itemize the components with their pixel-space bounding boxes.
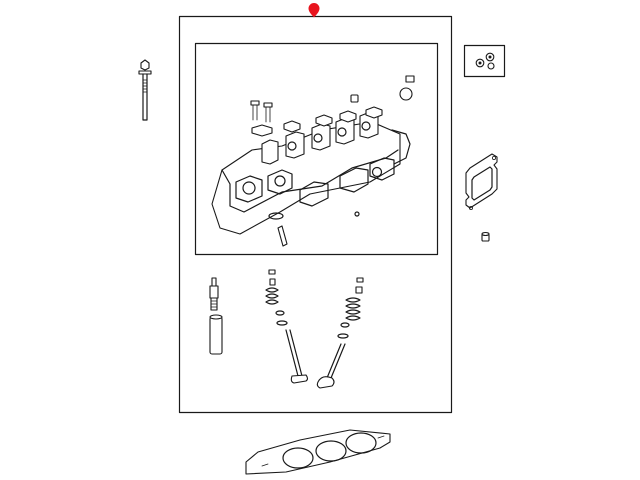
plug-icon[interactable]: [481, 231, 490, 242]
exhaust-valve-kit-icon[interactable]: [316, 277, 364, 389]
dowel-nuts-icon[interactable]: [463, 44, 506, 78]
intake-valve-kit-icon[interactable]: [265, 269, 309, 384]
head-bolt-icon[interactable]: [138, 59, 152, 121]
cylinder-head-gasket-icon[interactable]: [245, 429, 391, 475]
spark-plug-icon[interactable]: [209, 277, 219, 311]
callout-marker-icon[interactable]: [308, 3, 320, 18]
spark-plug-tube-icon[interactable]: [209, 314, 223, 355]
exhaust-manifold-gasket-icon[interactable]: [465, 153, 498, 210]
cylinder-head-icon[interactable]: [211, 75, 415, 247]
assembly-frame: [178, 15, 453, 414]
cylinder-head-frame: [194, 42, 439, 256]
